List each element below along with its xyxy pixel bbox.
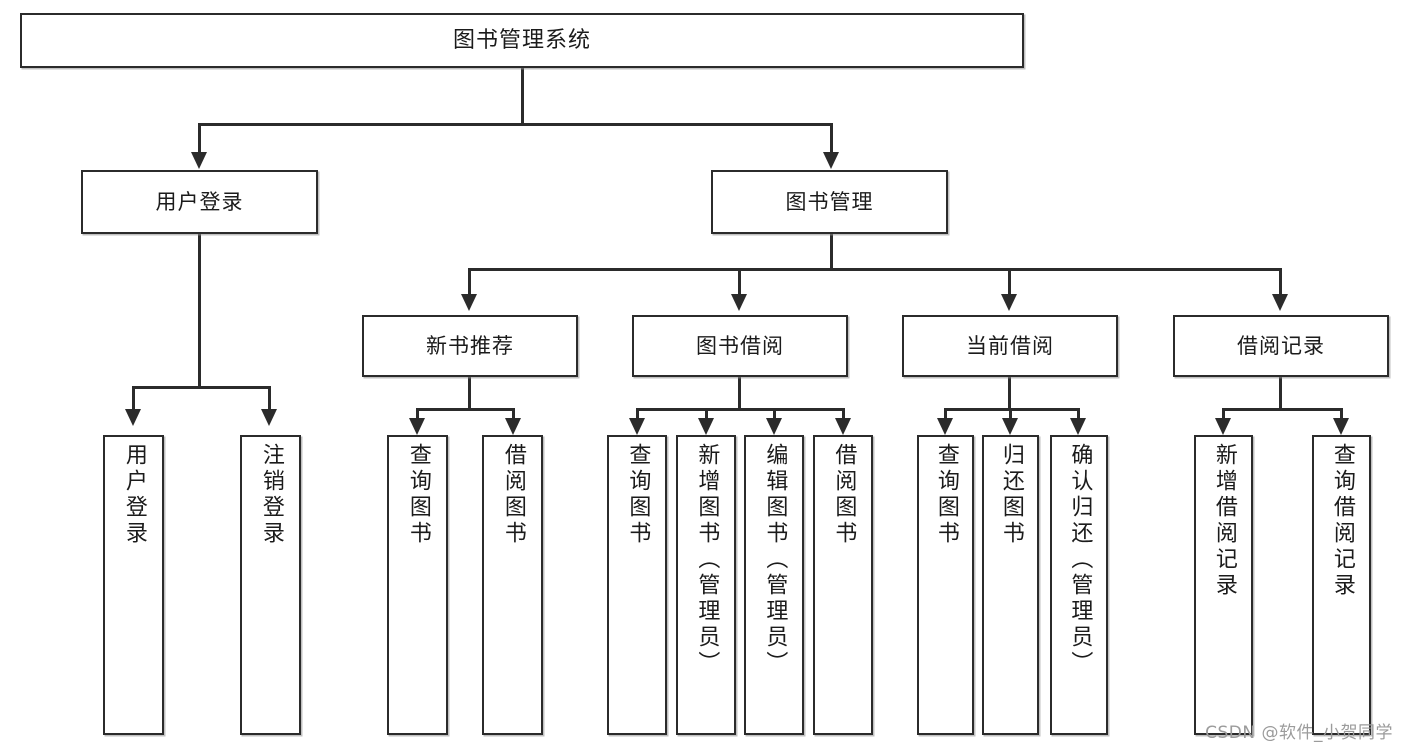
node-label: 图书借阅	[696, 333, 784, 358]
leaf-borrow-borrow-book[interactable]: 借阅图书	[813, 435, 873, 735]
node-label: 查询图书	[405, 443, 431, 547]
arrow-down-icon	[1070, 418, 1086, 435]
arrow-down-icon	[505, 418, 521, 435]
node-root-system[interactable]: 图书管理系统	[20, 13, 1024, 68]
leaf-borrow-query-book[interactable]: 查询图书	[607, 435, 667, 735]
node-label: 借阅图书	[831, 443, 857, 547]
arrow-down-icon	[1001, 294, 1017, 311]
edge-current-borrow-leaf-2	[1009, 408, 1012, 426]
arrow-down-icon	[191, 152, 207, 169]
leaf-current-confirm-return-admin[interactable]: 确认归还（管理员）	[1050, 435, 1108, 735]
node-label: 查询借阅记录	[1329, 443, 1355, 599]
node-label: 借阅图书	[500, 443, 526, 547]
node-label: 图书管理	[785, 189, 874, 214]
edge-book-mgmt-bus	[468, 268, 1282, 271]
arrow-down-icon	[823, 152, 839, 169]
node-label: 确认归还（管理员）	[1067, 443, 1093, 677]
edge-borrow-record-leaf-1	[1222, 408, 1225, 426]
leaf-user-login[interactable]: 用户登录	[103, 435, 164, 735]
leaf-borrow-edit-book-admin[interactable]: 编辑图书（管理员）	[744, 435, 804, 735]
edge-root-to-book-mgmt	[830, 123, 833, 153]
edge-to-current-borrow	[1008, 268, 1011, 295]
edge-borrow-record-bus	[1222, 408, 1342, 411]
node-label: 借阅记录	[1237, 333, 1325, 358]
arrow-down-icon	[937, 418, 953, 435]
node-label: 用户登录	[121, 443, 147, 547]
arrow-down-icon	[409, 418, 425, 435]
node-new-book-recommend[interactable]: 新书推荐	[362, 315, 578, 377]
edge-book-mgmt-stem	[830, 234, 833, 268]
leaf-current-query-book[interactable]: 查询图书	[917, 435, 974, 735]
edge-borrow-record-leaf-2	[1340, 408, 1343, 426]
edge-user-login-stem	[198, 234, 201, 386]
node-current-borrow[interactable]: 当前借阅	[902, 315, 1118, 377]
edge-book-borrow-bus	[636, 408, 844, 411]
arrow-down-icon	[1215, 418, 1231, 435]
edge-to-book-borrow	[738, 268, 741, 295]
node-label: 新书推荐	[426, 333, 514, 358]
node-label: 查询图书	[933, 443, 959, 547]
node-label: 新增图书（管理员）	[694, 443, 720, 677]
arrow-down-icon	[1333, 418, 1349, 435]
edge-new-book-leaf-2	[512, 408, 515, 426]
arrow-down-icon	[731, 294, 747, 311]
edge-current-borrow-bus	[944, 408, 1079, 411]
leaf-logout[interactable]: 注销登录	[240, 435, 301, 735]
leaf-newbook-query-book[interactable]: 查询图书	[387, 435, 448, 735]
edge-root-stem	[521, 68, 524, 123]
edge-user-login-leaf-1	[132, 386, 135, 410]
edge-borrow-record-stem	[1279, 377, 1282, 408]
edge-new-book-stem	[468, 377, 471, 408]
edge-root-bus	[198, 123, 833, 126]
edge-book-borrow-leaf-3	[773, 408, 776, 426]
leaf-newbook-borrow-book[interactable]: 借阅图书	[482, 435, 543, 735]
edge-current-borrow-leaf-3	[1077, 408, 1080, 426]
node-label: 注销登录	[258, 443, 284, 547]
arrow-down-icon	[1272, 294, 1288, 311]
edge-root-to-user-login	[198, 123, 201, 153]
node-user-login[interactable]: 用户登录	[81, 170, 318, 234]
node-borrow-record[interactable]: 借阅记录	[1173, 315, 1389, 377]
edge-book-borrow-leaf-4	[842, 408, 845, 426]
arrow-down-icon	[461, 294, 477, 311]
edge-new-book-leaf-1	[416, 408, 419, 426]
edge-user-login-bus	[132, 386, 270, 389]
node-book-borrow[interactable]: 图书借阅	[632, 315, 848, 377]
arrow-down-icon	[698, 418, 714, 435]
arrow-down-icon	[261, 409, 277, 426]
edge-user-login-leaf-2	[268, 386, 271, 410]
edge-to-new-book	[468, 268, 471, 295]
edge-new-book-bus	[416, 408, 514, 411]
edge-book-borrow-leaf-1	[636, 408, 639, 426]
node-label: 归还图书	[998, 443, 1024, 547]
leaf-record-query-record[interactable]: 查询借阅记录	[1312, 435, 1371, 735]
leaf-record-add-record[interactable]: 新增借阅记录	[1194, 435, 1253, 735]
node-label: 用户登录	[155, 189, 244, 214]
arrow-down-icon	[835, 418, 851, 435]
edge-current-borrow-stem	[1008, 377, 1011, 408]
arrow-down-icon	[1002, 418, 1018, 435]
node-label: 编辑图书（管理员）	[762, 443, 788, 677]
edge-book-borrow-stem	[738, 377, 741, 408]
edge-book-borrow-leaf-2	[705, 408, 708, 426]
node-label: 新增借阅记录	[1211, 443, 1237, 599]
leaf-borrow-add-book-admin[interactable]: 新增图书（管理员）	[676, 435, 736, 735]
node-label: 当前借阅	[966, 333, 1054, 358]
node-label: 图书管理系统	[452, 27, 591, 53]
edge-current-borrow-leaf-1	[944, 408, 947, 426]
node-label: 查询图书	[625, 443, 651, 547]
node-book-management[interactable]: 图书管理	[711, 170, 948, 234]
arrow-down-icon	[629, 418, 645, 435]
leaf-current-return-book[interactable]: 归还图书	[982, 435, 1039, 735]
edge-to-borrow-record	[1279, 268, 1282, 295]
arrow-down-icon	[125, 409, 141, 426]
arrow-down-icon	[766, 418, 782, 435]
